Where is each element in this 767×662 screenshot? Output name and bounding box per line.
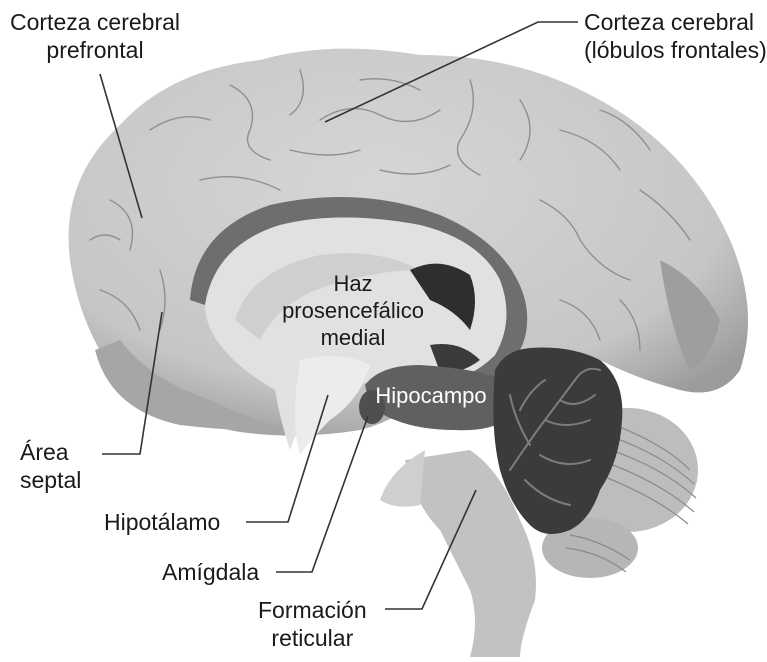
- label-prefrontal-cortex-line2: prefrontal: [10, 36, 180, 64]
- label-frontal-cortex-line2: (lóbulos frontales): [584, 36, 767, 64]
- label-frontal-cortex-line1: Corteza cerebral: [584, 8, 767, 36]
- label-mfb-line1: Haz: [268, 270, 438, 297]
- label-mfb-line3: medial: [268, 324, 438, 351]
- label-frontal-cortex: Corteza cerebral (lóbulos frontales): [584, 8, 767, 64]
- label-prefrontal-cortex-line1: Corteza cerebral: [10, 8, 180, 36]
- pons: [380, 450, 425, 507]
- label-hippocampus: Hipocampo: [366, 382, 496, 409]
- label-prefrontal-cortex: Corteza cerebral prefrontal: [10, 8, 180, 64]
- label-reticular-formation: Formación reticular: [258, 596, 367, 652]
- label-mfb-line2: prosencefálico: [268, 297, 438, 324]
- label-hypothalamus: Hipotálamo: [104, 508, 220, 536]
- label-reticular-formation-line1: Formación: [258, 596, 367, 624]
- label-septal-area-line1: Área: [20, 438, 81, 466]
- label-septal-area: Área septal: [20, 438, 81, 494]
- label-reticular-formation-line2: reticular: [258, 624, 367, 652]
- label-amygdala: Amígdala: [162, 558, 259, 586]
- label-septal-area-line2: septal: [20, 466, 81, 494]
- label-medial-forebrain-bundle: Haz prosencefálico medial: [268, 270, 438, 351]
